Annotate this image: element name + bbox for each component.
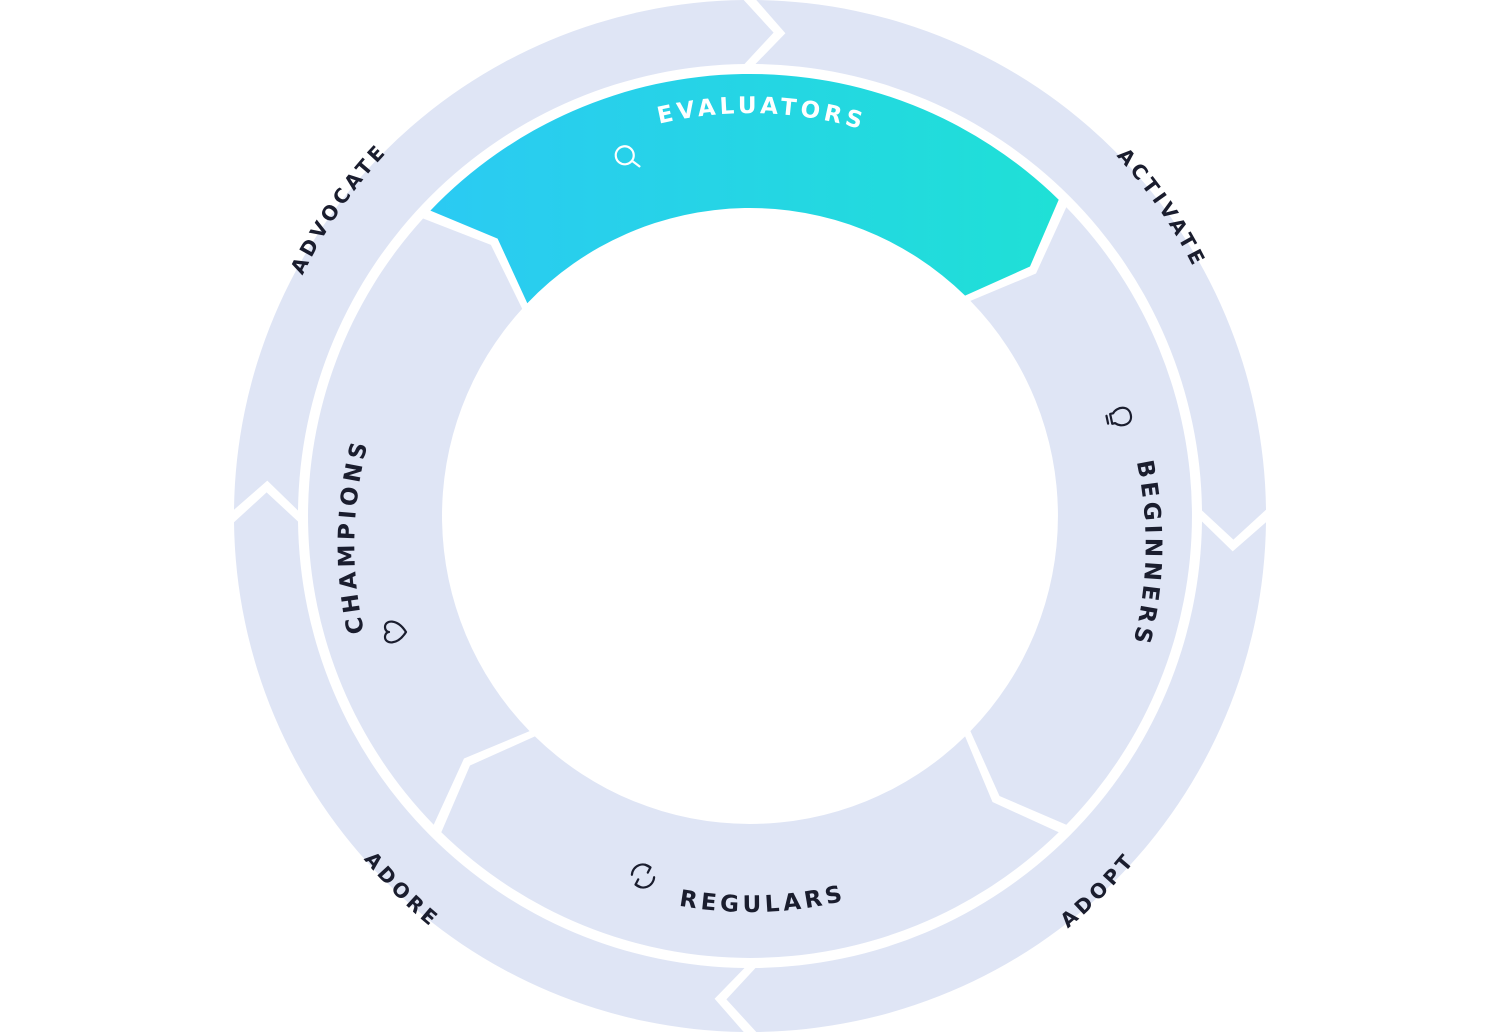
outer-stage-segment-advocate [234,0,774,511]
inner-segment-champions [308,218,530,825]
inner-segment-regulars [441,736,1059,958]
refresh-icon [630,863,656,889]
inner-ring [308,73,1192,958]
inner-segment-evaluators [430,73,1059,304]
heart-bubble-icon [383,620,408,644]
outer-stage-segment-activate [755,0,1266,540]
lightbulb-icon [1105,406,1133,427]
search-icon [614,145,641,168]
outer-stage-segment-adopt [726,521,1266,1032]
inner-segment-beginners [970,207,1192,825]
outer-ring [234,0,1266,1032]
outer-stage-segment-adore [234,492,745,1032]
